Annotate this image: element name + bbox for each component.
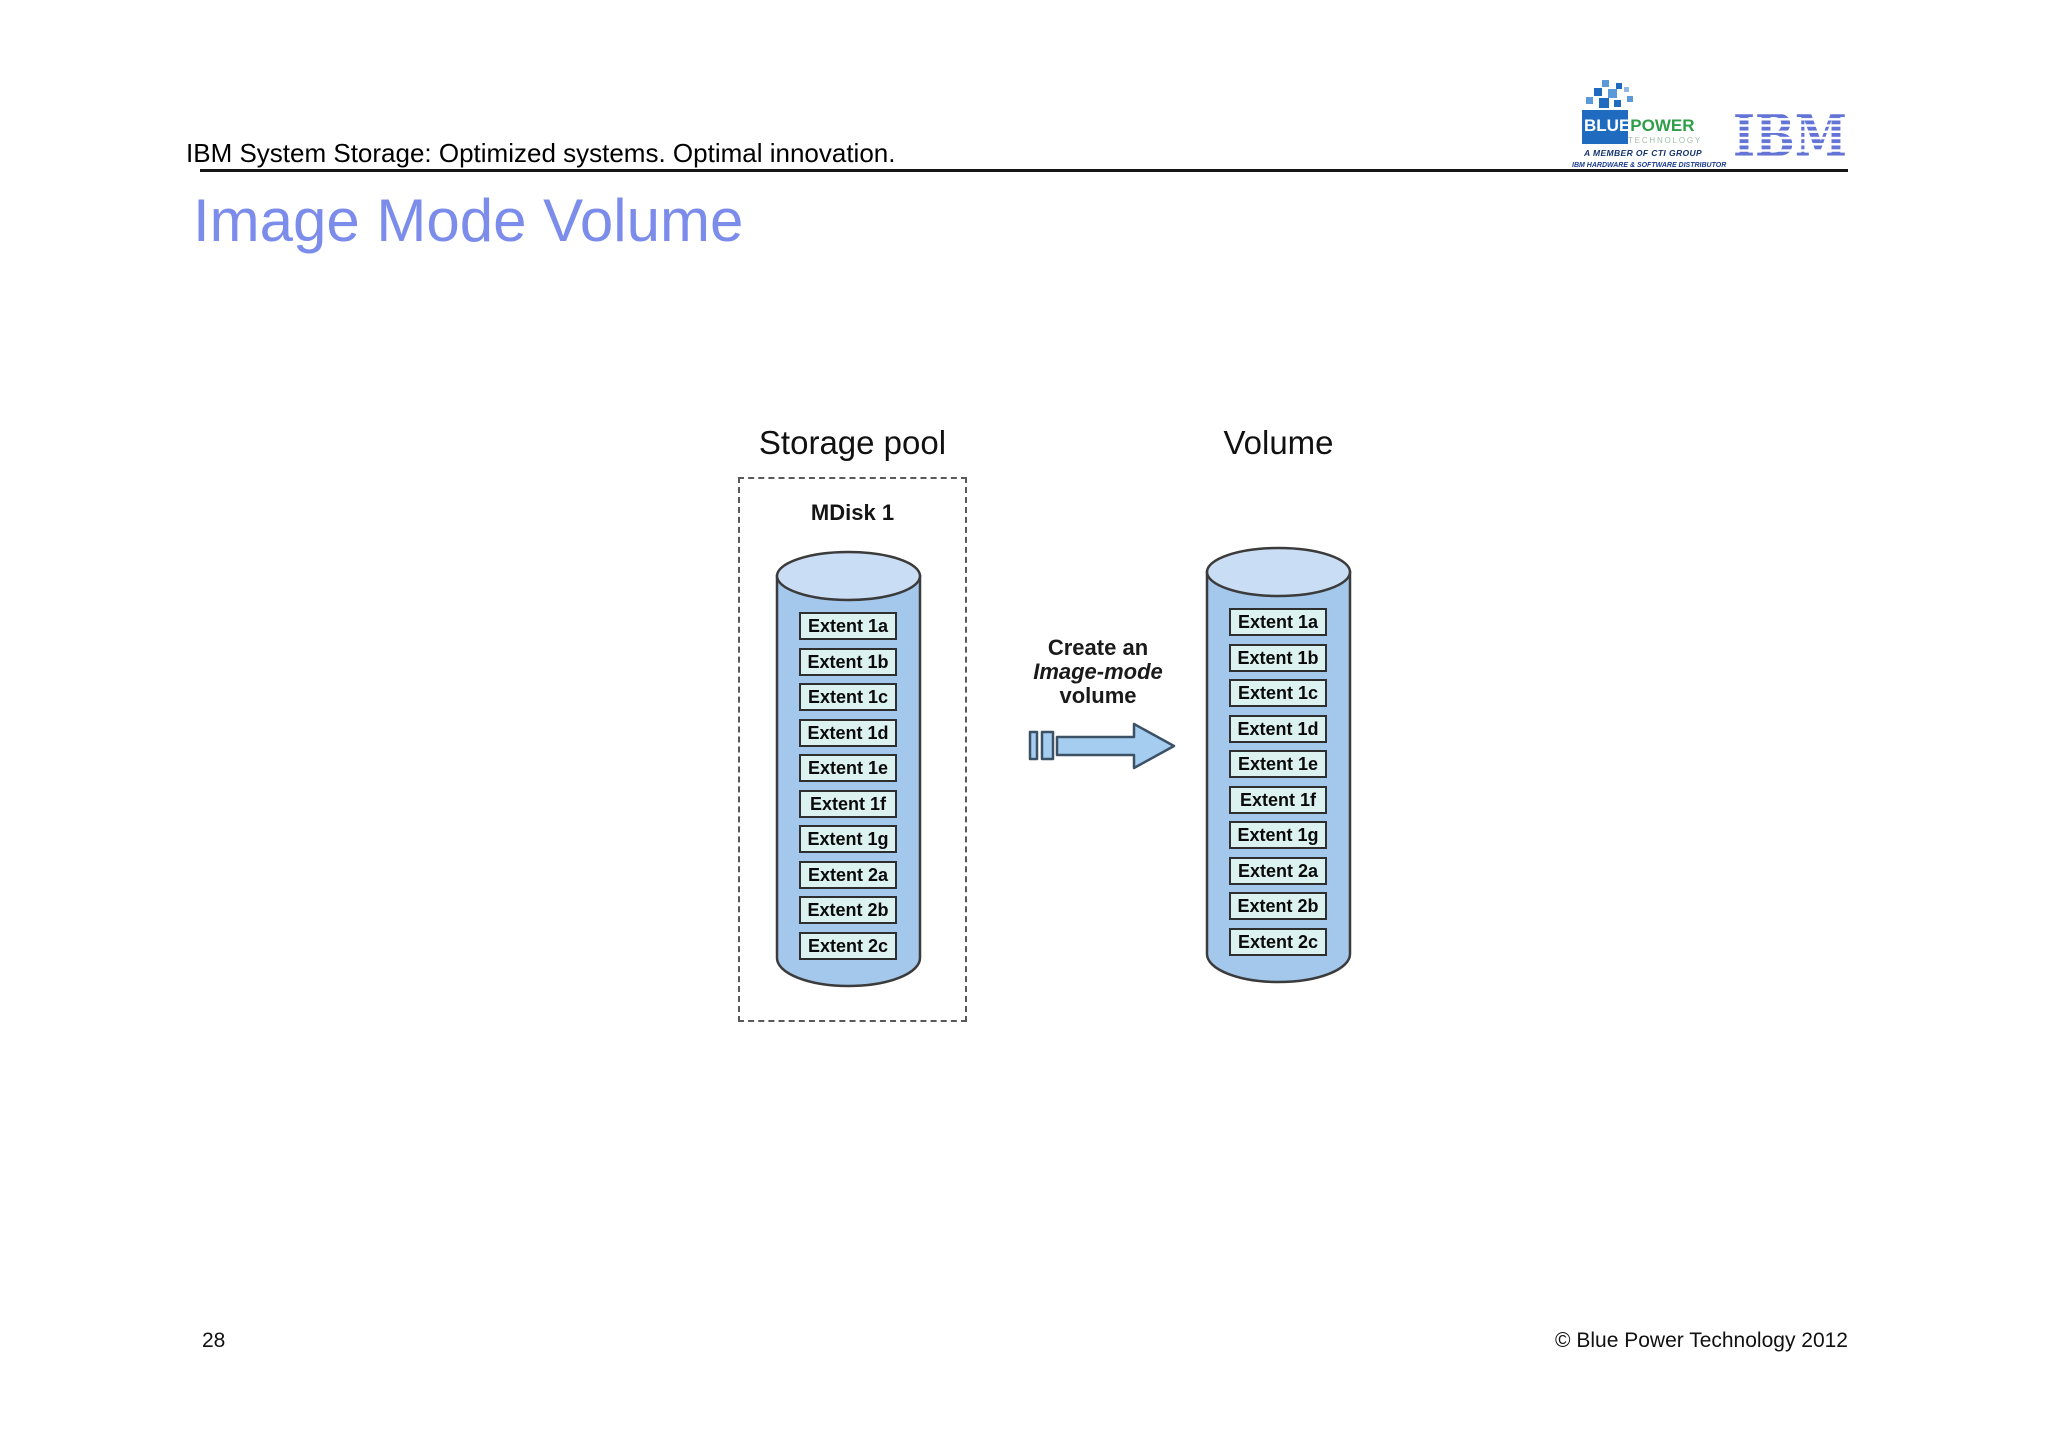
volume-label: Volume: [1223, 424, 1334, 461]
volume-extent-stack: Extent 1a Extent 1b Extent 1c Extent 1d …: [1229, 608, 1327, 956]
bluepower-word-blue: BLUE: [1584, 116, 1631, 135]
extent-box: Extent 1f: [1229, 785, 1327, 814]
extent-box: Extent 2c: [799, 931, 897, 960]
mdisk-extent-stack: Extent 1a Extent 1b Extent 1c Extent 1d …: [799, 612, 897, 960]
arrow-caption-line2: Image-mode: [1033, 659, 1163, 684]
bluepower-logo: BLUEPOWER TECHNOLOGY A MEMBER OF CTI GRO…: [1572, 80, 1726, 174]
extent-box: Extent 2a: [1229, 856, 1327, 885]
page-number: 28: [202, 1329, 226, 1352]
page-title: Image Mode Volume: [193, 187, 744, 254]
extent-box: Extent 1f: [799, 789, 897, 818]
extent-box: Extent 2c: [1229, 927, 1327, 956]
volume-cylinder: Extent 1a Extent 1b Extent 1c Extent 1d …: [1205, 546, 1352, 986]
mdisk-cylinder: Extent 1a Extent 1b Extent 1c Extent 1d …: [775, 550, 922, 990]
extent-box: Extent 2a: [799, 860, 897, 889]
header-text: IBM System Storage: Optimized systems. O…: [186, 138, 896, 168]
extent-box: Extent 1d: [1229, 714, 1327, 743]
extent-box: Extent 1g: [799, 825, 897, 853]
ibm-logo-text: IBM: [1733, 108, 1847, 158]
create-volume-arrow: [1028, 720, 1178, 772]
bluepower-distributor-label: IBM HARDWARE & SOFTWARE DISTRIBUTOR: [1572, 162, 1727, 169]
extent-box: Extent 1b: [799, 647, 897, 676]
arrow-caption: Create an Image-mode volume: [998, 636, 1198, 708]
extent-box: Extent 1a: [1229, 608, 1327, 636]
bluepower-word-power: POWER: [1630, 116, 1695, 135]
extent-box: Extent 1g: [1229, 821, 1327, 849]
bluepower-mosaic-icon: [1582, 80, 1633, 144]
extent-box: Extent 1e: [799, 754, 897, 782]
bluepower-technology-label: TECHNOLOGY: [1628, 136, 1703, 145]
storage-pool-label: Storage pool: [758, 424, 947, 461]
bluepower-wordmark: BLUEPOWER: [1584, 116, 1695, 136]
storage-pool-dashed-box: [738, 477, 967, 1022]
ibm-logo-icon: IBM: [1733, 102, 1847, 170]
extent-box: Extent 2b: [1229, 892, 1327, 920]
extent-box: Extent 1d: [799, 718, 897, 747]
mdisk-label: MDisk 1: [810, 500, 895, 525]
bluepower-member-label: A MEMBER OF CTI GROUP: [1584, 148, 1703, 158]
arrow-caption-line1: Create an: [1047, 635, 1149, 660]
arrow-caption-line3: volume: [1059, 683, 1137, 708]
ibm-logo: IBM: [1733, 102, 1849, 170]
extent-box: Extent 1b: [1229, 643, 1327, 672]
header-rule: [200, 169, 1848, 172]
copyright: © Blue Power Technology 2012: [1555, 1329, 1848, 1352]
extent-box: Extent 1c: [1229, 679, 1327, 707]
right-arrow-icon: [1028, 722, 1176, 770]
extent-box: Extent 1c: [799, 683, 897, 711]
extent-box: Extent 1e: [1229, 750, 1327, 778]
extent-box: Extent 2b: [799, 896, 897, 924]
extent-box: Extent 1a: [799, 612, 897, 640]
